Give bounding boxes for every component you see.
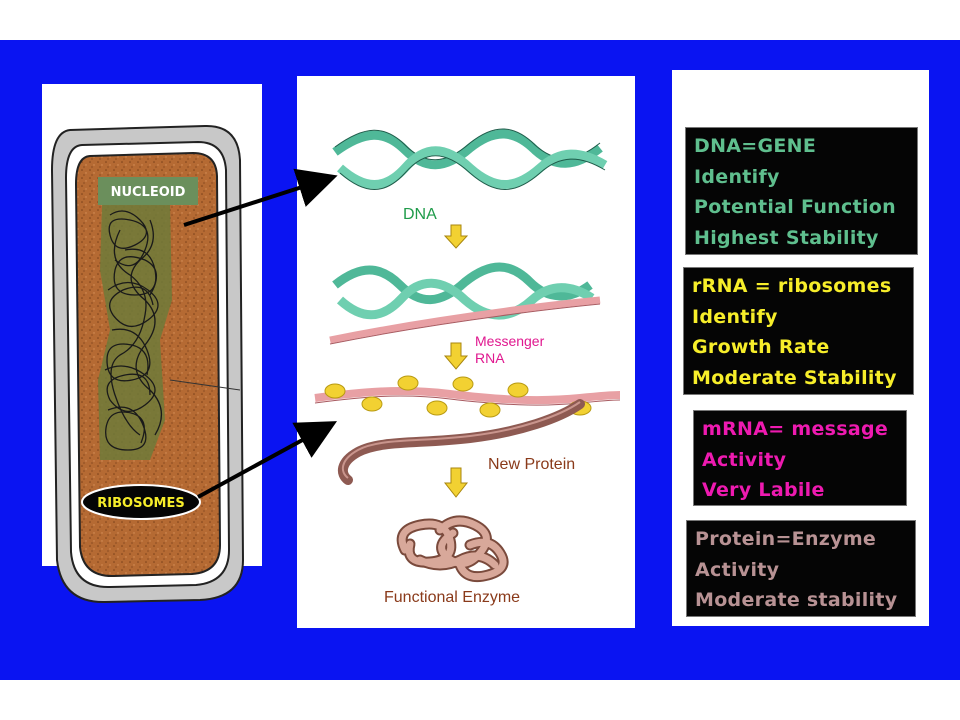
info-mrna-line-2: Activity	[702, 448, 787, 471]
nucleoid-to-dna-arrow	[183, 168, 338, 227]
ribosomes-label-box: RIBOSOMES	[81, 484, 201, 520]
down-arrow-2	[443, 342, 469, 370]
info-rrna-line-1: rRNA = ribosomes	[692, 275, 892, 297]
ribosomes-to-mrna-arrow	[197, 421, 338, 499]
info-box-dna: DNA=GENE Identify Potential Function Hig…	[685, 127, 918, 255]
info-rrna-line-2: Identify	[692, 305, 778, 328]
dna-helix-top	[332, 128, 608, 190]
messenger-label-line2: RNA	[475, 350, 505, 366]
dna-helix-transcription	[332, 262, 595, 320]
ribosomes-label: RIBOSOMES	[97, 496, 184, 511]
messenger-label-line1: Messenger	[475, 333, 545, 349]
info-protein-line-3: Moderate stability	[695, 589, 898, 611]
info-box-rrna: rRNA = ribosomes Identify Growth Rate Mo…	[683, 267, 914, 395]
nucleoid-label: NUCLEOID	[111, 185, 186, 200]
down-arrow-3	[443, 467, 469, 498]
down-arrow-1	[443, 224, 469, 249]
info-protein-line-1: Protein=Enzyme	[695, 528, 877, 550]
functional-enzyme-shape	[396, 515, 509, 583]
functional-enzyme-label: Functional Enzyme	[384, 589, 520, 606]
info-dna-line-3: Potential Function	[694, 196, 896, 218]
info-rrna-line-3: Growth Rate	[692, 336, 830, 358]
ribosome-pointer-line	[169, 379, 241, 391]
info-mrna-line-1: mRNA= message	[702, 418, 889, 440]
info-dna-line-1: DNA=GENE	[694, 135, 817, 157]
info-box-protein: Protein=Enzyme Activity Moderate stabili…	[686, 520, 916, 617]
ribosomes-on-mrna	[324, 375, 592, 418]
mrna-strand-translation	[314, 387, 621, 405]
dna-label: DNA	[403, 206, 437, 223]
info-rrna-line-4: Moderate Stability	[692, 366, 897, 389]
info-dna-line-4: Highest Stability	[694, 226, 879, 249]
info-mrna-line-3: Very Labile	[702, 479, 825, 501]
new-protein-label: New Protein	[488, 456, 575, 473]
mrna-strand-nascent	[329, 296, 601, 344]
info-box-mrna: mRNA= message Activity Very Labile	[693, 410, 907, 506]
nucleoid-dna	[98, 205, 172, 460]
info-dna-line-2: Identify	[694, 165, 780, 188]
info-protein-line-2: Activity	[695, 558, 780, 581]
nucleoid-label-box: NUCLEOID	[98, 177, 198, 205]
